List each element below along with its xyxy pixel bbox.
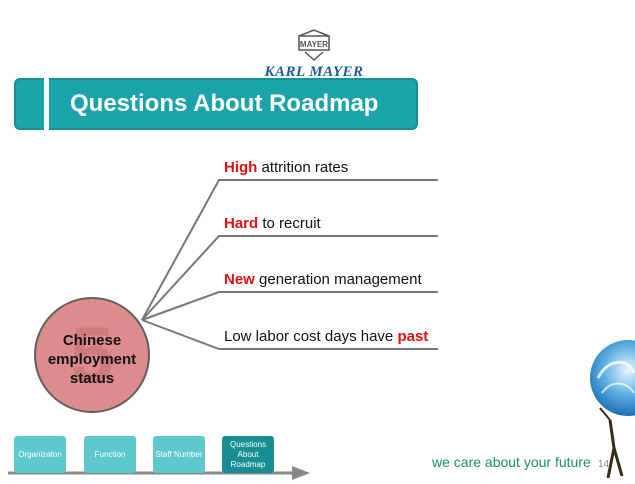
- tagline: we care about your future: [432, 454, 591, 470]
- company-name: KARL MAYER: [264, 64, 364, 80]
- nav-questions-roadmap-button[interactable]: Questions About Roadmap: [222, 436, 274, 473]
- nav-function-button[interactable]: Function: [84, 436, 136, 473]
- branch-highlight: High: [224, 159, 258, 176]
- title-accent-stripe: [44, 78, 49, 130]
- center-node-label-line: Chinese: [62, 332, 122, 349]
- arrow-head-icon: [292, 466, 310, 480]
- nav-organizaton-button[interactable]: Organizaton: [14, 436, 66, 473]
- branch-text: generation management: [254, 271, 422, 288]
- center-node: 5 Chinese employment status: [34, 297, 150, 413]
- branch-text: to recruit: [258, 215, 321, 232]
- title-bar: Questions About Roadmap: [14, 78, 418, 130]
- mayer-logo-icon: MAYER: [298, 29, 330, 62]
- branch-line-1: [141, 179, 438, 321]
- branch-item-2: Hard to recruit: [224, 215, 321, 232]
- center-node-label-line: employment: [47, 351, 137, 368]
- branch-highlight: past: [397, 328, 429, 345]
- branch-line-2: [141, 235, 438, 321]
- branch-highlight: Hard: [224, 215, 259, 232]
- nav-staff-number-button[interactable]: Staff Number: [153, 436, 205, 473]
- branch-line-3: [141, 291, 438, 321]
- page-number: 14: [598, 459, 610, 470]
- decorative-dancer-icon: [590, 340, 635, 479]
- branch-text: attrition rates: [257, 159, 349, 176]
- branch-highlight: New: [224, 271, 255, 288]
- logo-label: MAYER: [300, 40, 328, 49]
- center-node-label-line: status: [69, 370, 115, 387]
- company-logo: MAYER KARL MAYER: [258, 28, 370, 80]
- center-node-number: 5: [70, 310, 114, 398]
- branch-line-4: [141, 319, 438, 350]
- branch-item-3: New generation management: [224, 271, 422, 288]
- page-title: Questions About Roadmap: [70, 90, 379, 117]
- branch-text: Low labor cost days have: [224, 328, 398, 345]
- branch-item-4: Low labor cost days have past: [224, 328, 428, 345]
- branch-item-1: High attrition rates: [224, 159, 348, 176]
- center-node-label: Chinese employment status: [36, 331, 148, 388]
